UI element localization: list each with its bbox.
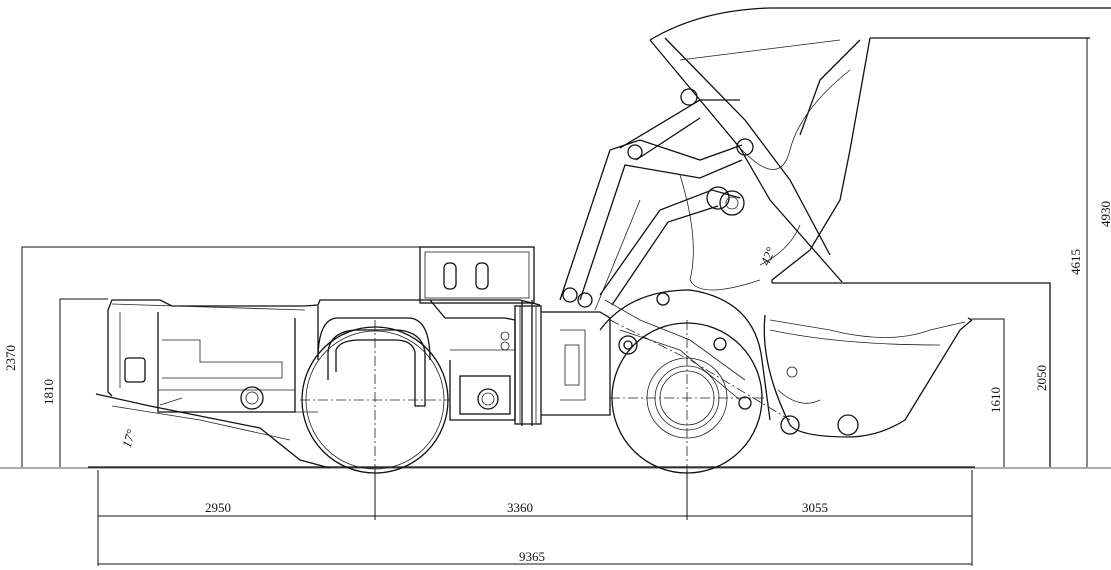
front-overhang-label: 2950 <box>205 500 231 515</box>
front-frame <box>95 299 541 469</box>
bucket-ground <box>763 282 1051 467</box>
departure-angle-label: 17° <box>119 428 139 450</box>
height-dims-left <box>21 246 420 467</box>
height-body-label: 1810 <box>41 379 56 405</box>
articulation-frame <box>429 299 611 426</box>
lift-arm <box>559 7 1111 421</box>
ground-line <box>0 466 1111 469</box>
height-overall-label: 2370 <box>3 345 18 371</box>
height-rear-label: 1610 <box>988 387 1003 413</box>
overall-length-label: 9365 <box>519 549 545 564</box>
rear-overhang-label: 3055 <box>802 500 828 515</box>
length-dims <box>97 470 973 566</box>
dump-angle-label: 42° <box>757 245 778 267</box>
centre-lines <box>300 320 765 470</box>
height-bucket-pin-label: 2050 <box>1034 365 1049 391</box>
cab-box <box>419 246 535 304</box>
wheelbase-label: 3360 <box>507 500 533 515</box>
height-max-label: 4930 <box>1098 201 1111 227</box>
height-dump-label: 4615 <box>1068 249 1083 275</box>
height-dims-right <box>870 37 1088 467</box>
